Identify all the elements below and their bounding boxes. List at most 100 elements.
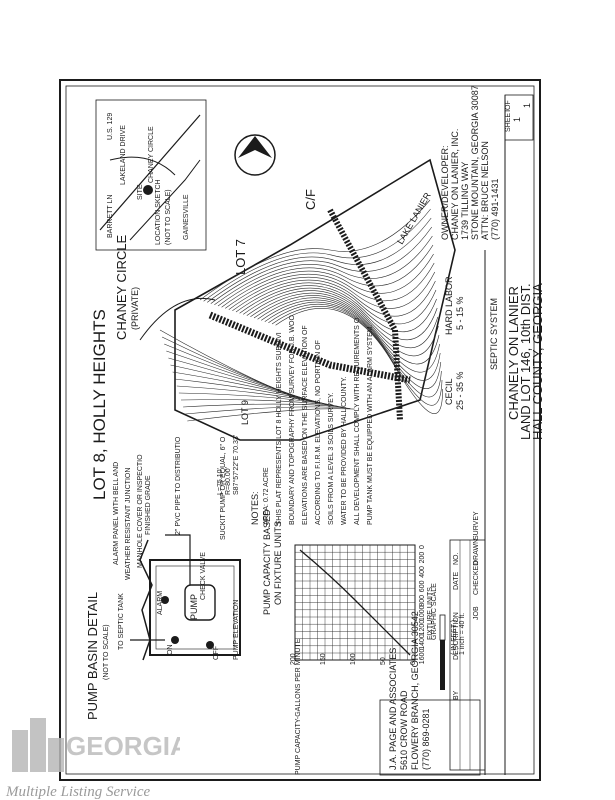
contour-line <box>225 262 435 309</box>
georgia-mls-watermark: GEORGIA MLS Multiple Listing Service <box>5 718 180 800</box>
cecil-slope: 25 - 35 % <box>455 371 465 410</box>
graph-y-tick: 0 <box>410 661 417 665</box>
rev-header: DATE <box>453 572 460 590</box>
owner-heading: OWNER/DEVELOPER: <box>440 145 450 240</box>
pump-annotation: PUMP ELEVATION <box>233 600 240 660</box>
road-name: CHANEY CIRCLE <box>114 234 129 340</box>
surveyor-name: J.A. PAGE AND ASSOCIATES <box>388 648 398 770</box>
float-alarm-icon <box>161 596 169 604</box>
float-on-label: ON <box>167 645 174 656</box>
pump-detail-note: (NOT TO SCALE) <box>103 624 110 680</box>
road-label: LAKELAND DRIVE <box>120 125 127 185</box>
watermark-brand: GEORGIA MLS <box>66 731 180 761</box>
float-off-label: OFF <box>213 646 220 660</box>
note-line: THIS PLAT REPRESENTS LOT 8 HOLLY HEIGHTS… <box>276 332 283 525</box>
surveyor-phone: (770) 869-0281 <box>421 708 431 770</box>
sheet-number: 1 <box>512 117 522 122</box>
note-line: BOUNDARY AND TOPOGRAPHY FROM SURVEY FOR … <box>289 315 296 525</box>
pump-annotation: MANHOLE COVER OR INSPECTIO <box>137 454 144 568</box>
contour-line <box>221 253 434 308</box>
contour-line <box>217 244 434 307</box>
site-marker-icon <box>143 185 153 195</box>
lot-title: LOT 8, HOLLY HEIGHTS <box>90 309 109 500</box>
graph-x-tick: 1400 <box>419 634 426 650</box>
note-line: SOILS FROM A LEVEL 3 SOILS SURVEY. <box>328 392 335 525</box>
scale-unit: ( IN FEET ) <box>451 620 458 655</box>
note-line: WATER TO BE PROVIDED BY HALL COUNTY. <box>341 376 348 525</box>
rev-header: NO. <box>453 553 460 566</box>
surveyor-city: FLOWERY BRANCH, GEORGIA 30542 <box>410 611 420 770</box>
owner-block: OWNER/DEVELOPER: CHANEY ON LANIER, INC. … <box>440 85 500 240</box>
contour-line <box>275 308 443 415</box>
pump-annotation: CHECK VALVE <box>200 552 207 600</box>
county: HALL COUNTY, GEORGIA <box>530 283 545 440</box>
survey-field: DRAWN <box>473 539 480 565</box>
contour-line <box>187 408 355 422</box>
lot9-label: LOT 9 <box>240 400 250 425</box>
graph-x-tick: 1600 <box>419 649 426 665</box>
system-label: SEPTIC SYSTEM <box>489 298 499 370</box>
float-on-icon <box>171 636 179 644</box>
note-line: ACCORDING TO F.I.R.M. ELEVATIONS, NO POR… <box>315 340 322 525</box>
pump-basin-detail: PUMP BASIN DETAIL (NOT TO SCALE) PUMP ON… <box>85 436 241 720</box>
contour-line <box>176 385 334 406</box>
revisions-table: NO. DATE DESCRIPTION BY SURVEY DRAWN CHE… <box>449 511 486 771</box>
graph-y-tick: 100 <box>350 653 357 665</box>
graph-x-tick: 400 <box>419 566 426 578</box>
pump-capacity-graph: PUMP CAPACITY BASED ON FIXTURE UNITS FIX… <box>262 509 434 775</box>
survey-field: JOB <box>473 606 480 620</box>
georgia-mls-logo <box>12 718 64 772</box>
sheet-border <box>59 79 541 781</box>
pump-icon <box>184 584 216 621</box>
road-label: GAINESVILLE <box>183 194 190 240</box>
location-sketch-note: (NOT TO SCALE) <box>165 189 172 245</box>
graph-title-2: ON FIXTURE UNITS <box>273 521 283 605</box>
survey-field: SURVEY <box>473 511 480 540</box>
contour-line <box>228 271 436 310</box>
location-sketch-site: SITE <box>137 184 144 200</box>
hard-labor-label: HARD LABOR <box>444 276 454 335</box>
watermark-tagline: Multiple Listing Service <box>5 784 150 800</box>
location-sketch-title: LOCATION SKETCH <box>155 179 162 245</box>
rev-header: DESCRIPTION <box>453 612 460 660</box>
pump-annotation: FINISHED GRADE <box>145 475 152 535</box>
pump-label: PUMP <box>189 594 199 620</box>
notes-heading: NOTES: <box>250 491 260 525</box>
sheet-total: 1 <box>522 103 532 108</box>
contour-line <box>180 399 343 408</box>
float-off-icon <box>206 641 214 649</box>
hard-labor-slope: 5 - 15 % <box>455 296 465 330</box>
graph-title-1: PUMP CAPACITY BASED <box>262 509 272 615</box>
graph-y-tick: 50 <box>380 657 387 665</box>
contour-line <box>232 279 436 317</box>
contour-line <box>246 290 439 349</box>
graph-y-axis: PUMP CAPACITY-GALLONS PER MINUTE <box>295 638 302 775</box>
contour-line <box>203 208 431 302</box>
capacity-curve <box>299 549 411 656</box>
contour-line <box>207 217 432 303</box>
scale-title: GRAPHIC SCALE <box>431 583 438 640</box>
contour-line <box>239 285 437 333</box>
contour-line <box>235 282 437 325</box>
owner-line: CHANEY ON LANIER, INC. <box>450 129 460 240</box>
cecil-label: CECIL <box>444 378 454 405</box>
surveyor-block: J.A. PAGE AND ASSOCIATES 5610 CROW ROAD … <box>379 611 481 776</box>
lot7-label: LOT 7 <box>233 239 248 275</box>
contour-line <box>243 287 438 341</box>
note-line: ELEVATIONS ARE BASED ON THE SURFACE ELEV… <box>302 325 309 525</box>
contour-line <box>214 235 433 306</box>
contour-line <box>178 392 338 407</box>
contour-line <box>268 303 442 398</box>
graphic-scale: GRAPHIC SCALE ( IN FEET ) 1 inch = 40 ft… <box>431 583 466 690</box>
pump-detail-title: PUMP BASIN DETAIL <box>85 592 100 720</box>
pump-annotation: TO SEPTIC TANK <box>118 593 125 650</box>
sheet-label: SHEET <box>505 108 512 132</box>
curve-chord: S87°57'22"E 70.33' <box>232 435 240 495</box>
pump-annotation: WEATHER RESISTANT JUNCTION <box>125 468 132 580</box>
graph-x-tick: 1000 <box>419 605 426 621</box>
curve-radius: R=80.00' <box>225 467 232 495</box>
graph-x-tick: 1200 <box>419 620 426 636</box>
land-lot: LAND LOT 146, 10th DIST. <box>518 283 533 440</box>
